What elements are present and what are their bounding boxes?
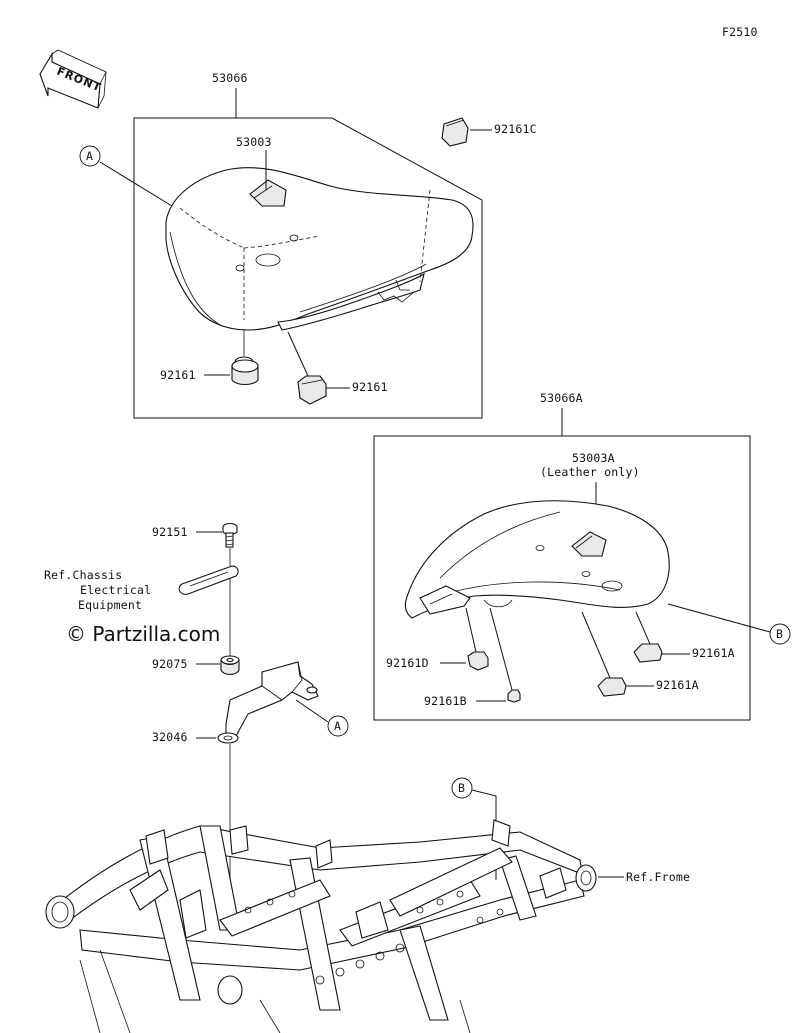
- damper-92161b: [507, 689, 521, 703]
- part-label-92161b: 92161B: [424, 694, 467, 708]
- part-label-53066: 53066: [212, 71, 248, 85]
- strap-icon: [178, 565, 239, 595]
- part-label-32046: 32046: [152, 730, 188, 744]
- ref-chassis-line1: Ref.Chassis: [44, 568, 122, 582]
- part-label-92161a-lower: 92161A: [656, 678, 699, 692]
- damper-92161a-lower: [597, 677, 627, 697]
- part-label-92161a-upper: 92161A: [692, 646, 735, 660]
- seat-assembly-group: 53066 53003 A 92161C: [79, 71, 537, 419]
- callout-b-label-lower: B: [458, 781, 465, 795]
- part-label-92161c: 92161C: [494, 122, 537, 136]
- callout-a-label-lower: A: [334, 719, 341, 733]
- damper-92161c: [441, 117, 469, 147]
- ref-chassis-line3: Equipment: [78, 598, 142, 612]
- part-label-92161d: 92161D: [386, 656, 429, 670]
- frame-group: B: [45, 777, 690, 1033]
- part-label-53003a: 53003A: [572, 451, 615, 465]
- bolt-icon: [222, 522, 238, 548]
- part-note-leather: (Leather only): [540, 465, 640, 479]
- callout-b-marker-lower: [451, 777, 473, 799]
- part-label-53003: 53003: [236, 135, 272, 149]
- ref-chassis-line2: Electrical: [80, 583, 151, 597]
- part-label-92161-left: 92161: [160, 368, 196, 382]
- part-label-92161-right: 92161: [352, 380, 388, 394]
- callout-a-label: A: [86, 149, 93, 163]
- part-label-92075: 92075: [152, 657, 188, 671]
- callout-b-marker: [769, 623, 791, 645]
- callout-b-label: B: [776, 627, 783, 641]
- part-label-92151: 92151: [152, 525, 188, 539]
- seat-assembly-alt-group: 53066A 53003A (Leather only) B 92161D: [373, 391, 791, 721]
- damper-92161-right: [297, 375, 327, 405]
- callout-a-marker-lower: [327, 715, 349, 737]
- figure-code: F2510: [722, 25, 758, 39]
- ref-frame-label: Ref.Frome: [626, 870, 690, 884]
- part-label-53066a: 53066A: [540, 391, 583, 405]
- damper-92161d: [467, 651, 489, 671]
- callout-a-marker: [79, 145, 101, 167]
- damper-92161-left: [231, 356, 259, 386]
- front-arrow-icon: FRONT: [39, 49, 107, 109]
- bracket-icon: [217, 661, 319, 744]
- watermark: © Partzilla.com: [66, 622, 220, 646]
- grommet-icon: [220, 655, 240, 676]
- damper-92161a-upper: [633, 643, 663, 663]
